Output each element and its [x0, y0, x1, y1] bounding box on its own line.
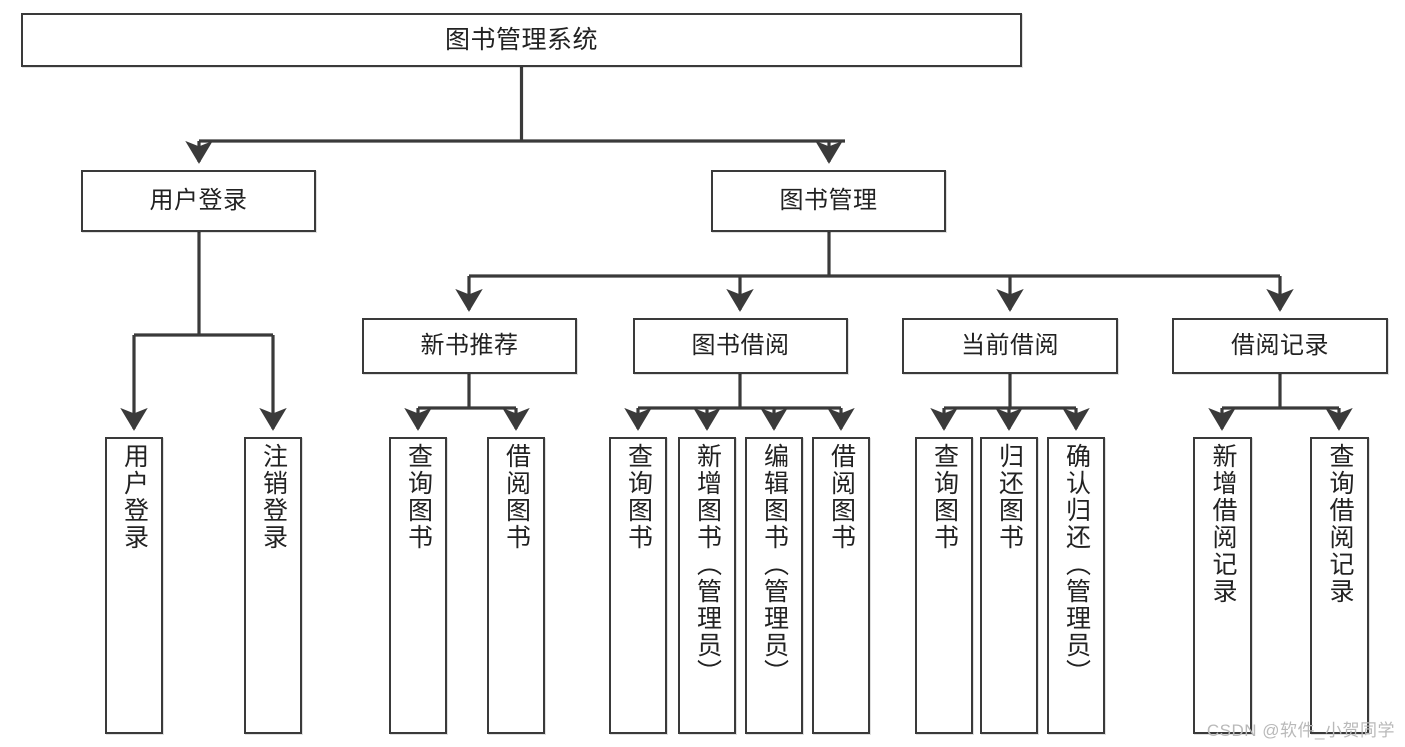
node-borrow-record[interactable]: 借阅记录	[1172, 318, 1388, 374]
node-root[interactable]: 图书管理系统	[21, 13, 1022, 67]
leaf-user-login[interactable]: 用户登录	[105, 437, 163, 734]
node-label: 确认归还（管理员）	[1062, 443, 1091, 686]
node-label: 图书借阅	[691, 331, 790, 359]
node-label: 用户登录	[149, 186, 248, 214]
node-label: 借阅记录	[1231, 331, 1329, 359]
node-book-management[interactable]: 图书管理	[711, 170, 946, 232]
leaf-add-book-admin[interactable]: 新增图书（管理员）	[678, 437, 736, 734]
node-label: 归还图书	[995, 443, 1024, 551]
node-new-book-recommend[interactable]: 新书推荐	[362, 318, 577, 374]
node-user-login[interactable]: 用户登录	[81, 170, 316, 232]
node-label: 新书推荐	[420, 331, 519, 359]
leaf-query-book-borrow[interactable]: 查询图书	[609, 437, 667, 734]
leaf-query-borrow-record[interactable]: 查询借阅记录	[1310, 437, 1369, 734]
node-book-borrow[interactable]: 图书借阅	[633, 318, 848, 374]
node-label: 编辑图书（管理员）	[760, 443, 789, 686]
node-label: 借阅图书	[502, 443, 531, 551]
node-label: 图书管理系统	[444, 26, 598, 54]
node-label: 查询图书	[930, 443, 959, 551]
leaf-add-borrow-record[interactable]: 新增借阅记录	[1193, 437, 1252, 734]
leaf-borrow-book[interactable]: 借阅图书	[812, 437, 870, 734]
node-label: 查询图书	[404, 443, 433, 551]
node-label: 查询借阅记录	[1326, 443, 1354, 605]
leaf-query-book-recommend[interactable]: 查询图书	[389, 437, 447, 734]
watermark: CSDN @软件_小贺同学	[1206, 721, 1395, 740]
node-label: 借阅图书	[827, 443, 856, 551]
leaf-borrow-book-recommend[interactable]: 借阅图书	[487, 437, 545, 734]
leaf-query-book-current[interactable]: 查询图书	[915, 437, 973, 734]
node-label: 用户登录	[120, 443, 149, 551]
node-label: 新增借阅记录	[1209, 443, 1237, 605]
leaf-edit-book-admin[interactable]: 编辑图书（管理员）	[745, 437, 803, 734]
node-current-borrow[interactable]: 当前借阅	[902, 318, 1118, 374]
leaf-logout[interactable]: 注销登录	[244, 437, 302, 734]
leaf-return-book[interactable]: 归还图书	[980, 437, 1038, 734]
node-label: 注销登录	[259, 443, 288, 551]
node-label: 当前借阅	[961, 331, 1059, 359]
node-label: 查询图书	[624, 443, 653, 551]
leaf-confirm-return-admin[interactable]: 确认归还（管理员）	[1047, 437, 1105, 734]
node-label: 图书管理	[779, 186, 878, 214]
node-label: 新增图书（管理员）	[693, 443, 722, 686]
